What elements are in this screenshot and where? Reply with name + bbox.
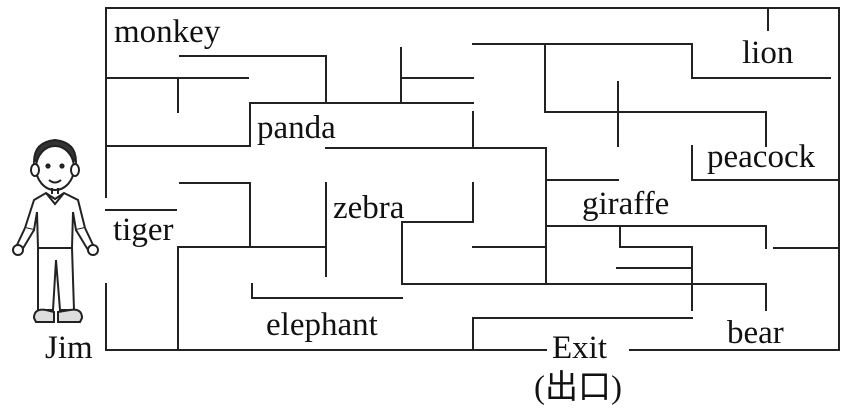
label-monkey: monkey [114,14,221,50]
label-exit: Exit [552,330,607,366]
label-elephant: elephant [266,307,378,343]
label-jim: Jim [45,330,93,366]
boy-figure-icon [12,138,99,323]
label-giraffe: giraffe [582,186,669,222]
label-peacock: peacock [707,139,816,175]
maze-walls [105,7,840,351]
label-lion: lion [742,35,793,71]
label-zebra: zebra [333,190,405,226]
label-tiger: tiger [113,212,173,248]
label-panda: panda [257,110,336,146]
label-exit-chinese: (出口) [534,369,622,406]
label-bear: bear [727,315,784,351]
